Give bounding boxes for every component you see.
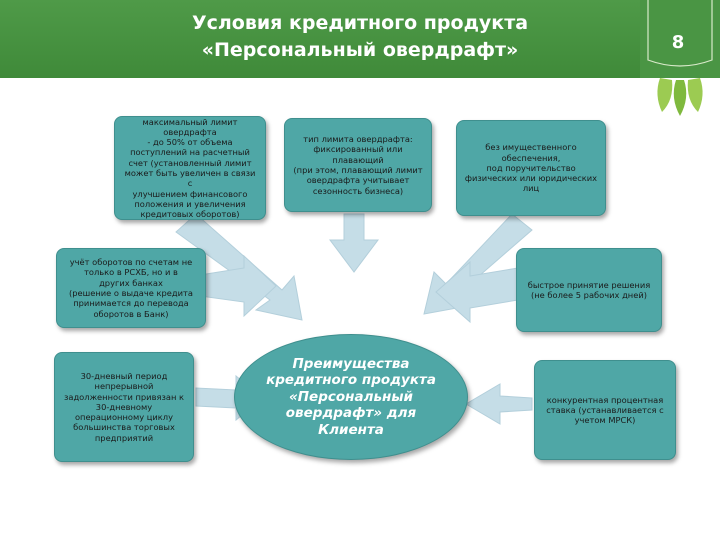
box-period: 30-дневный период непрерывной задолженно… [54,352,194,462]
wheat-logo-icon [640,0,720,116]
arrow-top-center [329,213,379,273]
header-bar: Условия кредитного продукта «Персональны… [0,0,720,78]
title-line-2: «Персональный овердрафт» [201,39,519,61]
center-ellipse: Преимущества кредитного продукта «Персон… [234,334,468,460]
box-fast-decision: быстрое принятие решения (не более 5 раб… [516,248,662,332]
box-rate: конкурентная процентная ставка (устанавл… [534,360,676,460]
title-line-1: Условия кредитного продукта [191,12,529,34]
center-text: Преимущества кредитного продукта «Персон… [266,355,436,438]
arrow-top-left [175,213,303,321]
box-turnover: учёт оборотов по счетам не только в РСХБ… [56,248,206,328]
box-no-collateral: без имущественного обеспечения, под пору… [456,120,606,216]
arrow-left [199,254,277,318]
arrow-right [435,260,519,324]
slide-number: 8 [671,32,685,53]
arrow-bottom-right [465,383,533,425]
box-limit: максимальный лимит овердрафта - до 50% о… [114,116,266,220]
box-limit-type: тип лимита овердрафта: фиксированный или… [284,118,432,212]
page-title: Условия кредитного продукта «Персональны… [150,10,570,64]
